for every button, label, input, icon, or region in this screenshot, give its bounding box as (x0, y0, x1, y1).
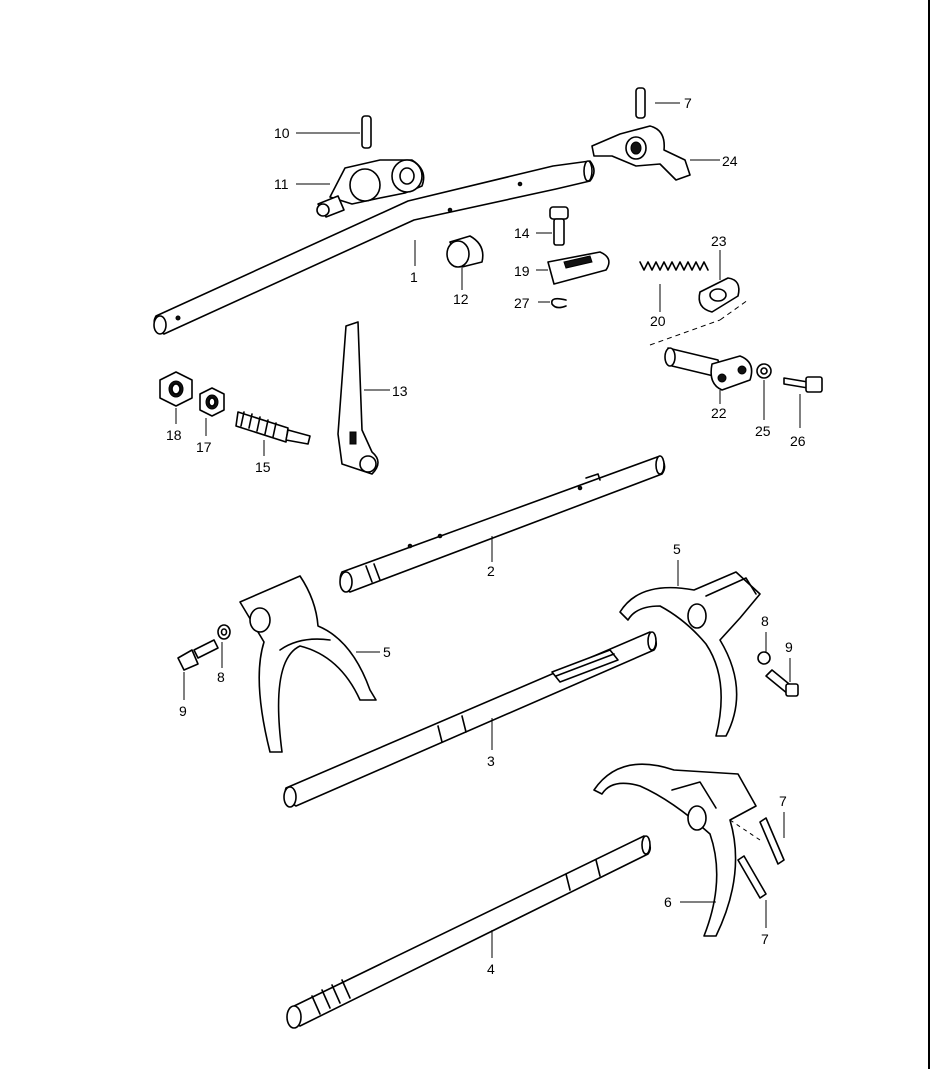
shift-rod-3 (283, 631, 658, 808)
shift-fork-5-left (239, 575, 377, 753)
callout-10: 10 (274, 125, 290, 141)
selector-lever-11 (316, 159, 425, 218)
callout-17: 17 (196, 439, 212, 455)
bolt-9-left (177, 639, 219, 671)
callout-1: 1 (410, 269, 418, 285)
roll-pin-7-lower (737, 855, 767, 899)
shift-finger-24 (591, 125, 691, 181)
callout-26: 26 (790, 433, 806, 449)
callout-23: 23 (711, 233, 727, 249)
callout-15: 15 (255, 459, 271, 475)
washer-25 (756, 363, 772, 379)
shift-rod-2 (339, 455, 666, 593)
callout-8-left: 8 (217, 669, 225, 685)
bolt-26 (783, 376, 823, 393)
lever-19 (547, 251, 610, 285)
callout-22: 22 (711, 405, 727, 421)
callout-20: 20 (650, 313, 666, 329)
callout-27: 27 (514, 295, 530, 311)
washer-8-right (757, 651, 771, 665)
callout-3: 3 (487, 753, 495, 769)
washer-8-left (217, 624, 231, 640)
gasket-23 (698, 277, 740, 313)
nut-17 (199, 387, 225, 417)
callout-12: 12 (453, 291, 469, 307)
callout-5-right: 5 (673, 541, 681, 557)
guide-22 (664, 347, 753, 391)
lever-13 (337, 321, 379, 475)
shift-rod-1 (153, 160, 595, 335)
shift-fork-6 (593, 763, 757, 937)
spring-20 (639, 261, 709, 271)
callout-13: 13 (392, 383, 408, 399)
shift-rod-4 (286, 835, 652, 1029)
roll-pin-10 (361, 115, 372, 149)
callout-9-left: 9 (179, 703, 187, 719)
callout-9-right: 9 (785, 639, 793, 655)
callout-11: 11 (274, 176, 289, 192)
bushing-12 (446, 235, 484, 268)
callout-24: 24 (722, 153, 738, 169)
callout-7-top: 7 (684, 95, 692, 111)
callout-7-upper: 7 (779, 793, 787, 809)
nut-18 (159, 371, 193, 407)
callout-6: 6 (664, 894, 672, 910)
roll-pin-7-upper (759, 817, 785, 865)
callout-8-right: 8 (761, 613, 769, 629)
callout-14: 14 (514, 225, 530, 241)
callout-7-lower: 7 (761, 931, 769, 947)
circlip-27 (550, 297, 567, 309)
stud-15 (235, 411, 311, 445)
callout-4: 4 (487, 961, 495, 977)
callout-19: 19 (514, 263, 530, 279)
callout-5-left: 5 (383, 644, 391, 660)
callout-2: 2 (487, 563, 495, 579)
callout-25: 25 (755, 423, 771, 439)
roll-pin-7-top (635, 87, 646, 119)
callout-18: 18 (166, 427, 182, 443)
bolt-9-right (765, 669, 799, 697)
pivot-bolt-14 (549, 206, 569, 246)
shift-fork-5-right (619, 571, 761, 737)
